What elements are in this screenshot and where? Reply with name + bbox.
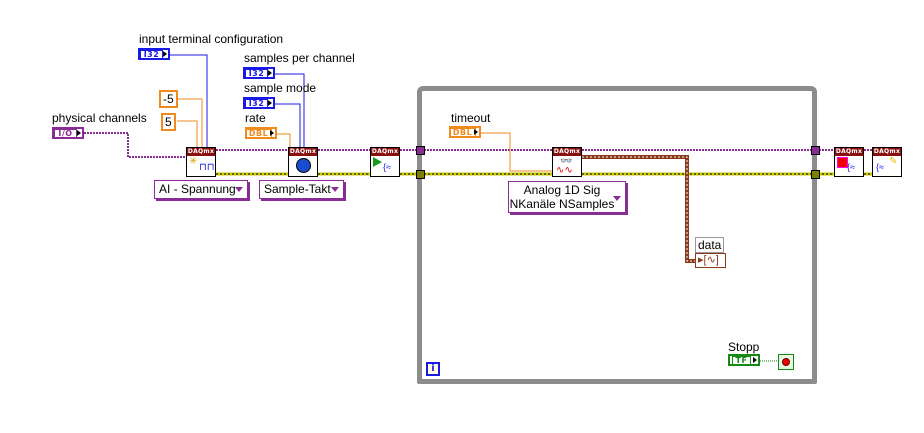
label-stopp: Stopp <box>728 340 760 354</box>
wire-min <box>177 98 203 148</box>
read-selector[interactable]: Analog 1D Sig NKanäle NSamples <box>508 181 626 213</box>
wire-timeout <box>481 132 552 172</box>
daqmx-start-task-vi[interactable]: DAQmx {≈ <box>370 147 400 177</box>
vi-header: DAQmx <box>835 148 863 156</box>
create-channel-selector[interactable]: AI - Spannung <box>154 180 248 199</box>
vi-header: DAQmx <box>289 148 317 156</box>
daqmx-clear-task-vi[interactable]: DAQmx ✎ {≈ <box>872 147 902 177</box>
glasses-icon: 👓 <box>560 156 573 167</box>
min-value-constant[interactable]: -5 <box>159 90 178 108</box>
sine-wave-icon: ∿∿ <box>556 165 573 176</box>
label-samples-per-channel: samples per channel <box>244 51 355 65</box>
label-input-terminal-configuration: input terminal configuration <box>139 32 284 46</box>
selector-value-line2: NKanäle NSamples <box>509 197 615 211</box>
sample-mode-control[interactable]: I32 <box>243 97 275 109</box>
selector-value: AI - Spannung <box>159 182 236 196</box>
vi-header: DAQmx <box>371 148 399 156</box>
loop-stop-condition[interactable] <box>778 354 794 370</box>
wire-samples-per-channel <box>275 73 305 148</box>
selector-value-line1: Analog 1D Sig <box>523 183 601 197</box>
vi-header: DAQmx <box>873 148 901 156</box>
waveform-icon: {≈ <box>383 162 391 172</box>
play-icon <box>373 157 382 167</box>
task-tunnel-in <box>416 146 425 155</box>
clock-icon <box>296 158 311 173</box>
error-tunnel-out <box>811 170 820 179</box>
data-indicator[interactable]: ▸[∿] <box>695 253 726 268</box>
input-terminal-configuration-control[interactable]: I32 <box>138 48 170 60</box>
chevron-down-icon <box>331 187 339 192</box>
error-tunnel-in <box>416 170 425 179</box>
label-physical-channels: physical channels <box>52 111 147 125</box>
daqmx-timing-vi[interactable]: DAQmx <box>288 147 318 177</box>
label-timeout: timeout <box>451 111 491 125</box>
label-sample-mode: sample mode <box>244 81 317 95</box>
vi-header: DAQmx <box>187 148 215 156</box>
timing-selector[interactable]: Sample-Takt <box>259 180 344 199</box>
selector-value: Sample-Takt <box>264 182 331 196</box>
vi-header: DAQmx <box>553 148 581 156</box>
wire-rate <box>277 133 291 148</box>
chevron-down-icon <box>613 196 621 201</box>
rate-control[interactable]: DBL <box>244 127 277 139</box>
wire-sample-mode <box>275 103 301 148</box>
create-channel-icon: ✳ <box>189 156 198 167</box>
samples-per-channel-control[interactable]: I32 <box>243 67 275 79</box>
label-data: data <box>695 237 725 253</box>
max-value-constant[interactable]: 5 <box>161 113 176 131</box>
daqmx-create-channel-vi[interactable]: DAQmx ✳ ⊓⊓ <box>186 147 216 177</box>
physical-channels-control[interactable]: I/O <box>52 127 84 139</box>
label-rate: rate <box>245 111 266 125</box>
eraser-icon: ✎ <box>889 156 898 167</box>
while-loop[interactable] <box>417 86 817 384</box>
task-tunnel-out <box>811 146 820 155</box>
wire-input-terminal-config <box>170 54 208 148</box>
timeout-control[interactable]: DBL <box>448 126 481 138</box>
stopp-control[interactable]: TF <box>728 354 760 366</box>
iteration-terminal: i <box>426 362 440 376</box>
waveform-icon: {≈ <box>876 162 884 172</box>
daqmx-read-vi[interactable]: DAQmx 👓 ∿∿ <box>552 147 582 177</box>
chevron-down-icon <box>235 187 243 192</box>
waveform-icon: {≈ <box>847 162 855 172</box>
stop-square-icon <box>837 157 848 168</box>
pulse-train-icon: ⊓⊓ <box>199 162 215 173</box>
daqmx-stop-task-vi[interactable]: DAQmx {≈ <box>834 147 864 177</box>
wire-max <box>177 120 198 148</box>
wire-task <box>84 132 872 158</box>
